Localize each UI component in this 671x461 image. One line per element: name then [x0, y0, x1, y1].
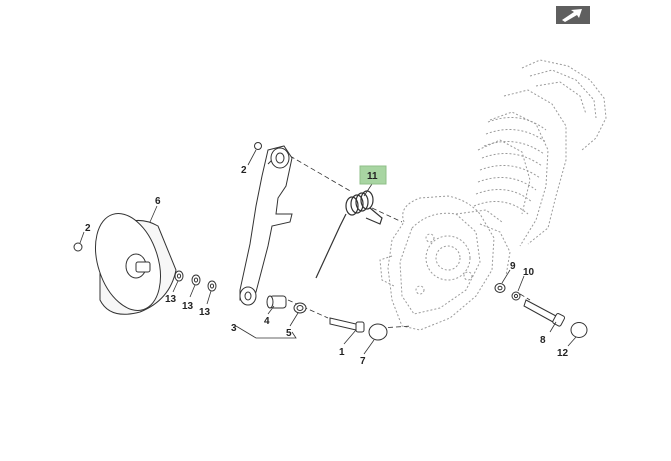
callout-1: 1: [339, 347, 345, 358]
callout-12: 12: [557, 348, 569, 359]
next-arrow-button[interactable]: [556, 6, 590, 24]
callout-6: 6: [155, 196, 161, 207]
callout-2-arm: 2: [241, 165, 247, 176]
callout-9: 9: [510, 261, 516, 272]
disc-part: [73, 213, 177, 315]
callout-7: 7: [360, 356, 366, 367]
callout-11-box[interactable]: 11: [359, 165, 387, 185]
callout-lines: [79, 149, 577, 355]
callout-3: 3: [231, 323, 237, 334]
callout-11[interactable]: 11: [367, 171, 378, 182]
callout-10: 10: [523, 267, 535, 278]
leader-lines: [287, 155, 531, 329]
next-arrow-icon: [556, 6, 590, 24]
callout-13-b: 13: [182, 301, 194, 312]
callout-8: 8: [540, 335, 546, 346]
callout-labels: 2 6 13 13 13 2 3 4 5 1 7 9 10 8 12: [85, 165, 569, 367]
arm-part: [239, 142, 293, 306]
callout-4: 4: [264, 316, 270, 327]
right-hardware: [494, 283, 588, 338]
bolt-1-part: [329, 317, 388, 341]
washer-set: [174, 270, 217, 292]
bushing-part: [266, 295, 307, 314]
housing-ghost: [379, 59, 607, 331]
callout-13-c: 13: [199, 307, 211, 318]
callout-2-disc: 2: [85, 223, 91, 234]
spring-part: [315, 190, 383, 279]
callout-13-a: 13: [165, 294, 177, 305]
callout-5: 5: [286, 328, 292, 339]
